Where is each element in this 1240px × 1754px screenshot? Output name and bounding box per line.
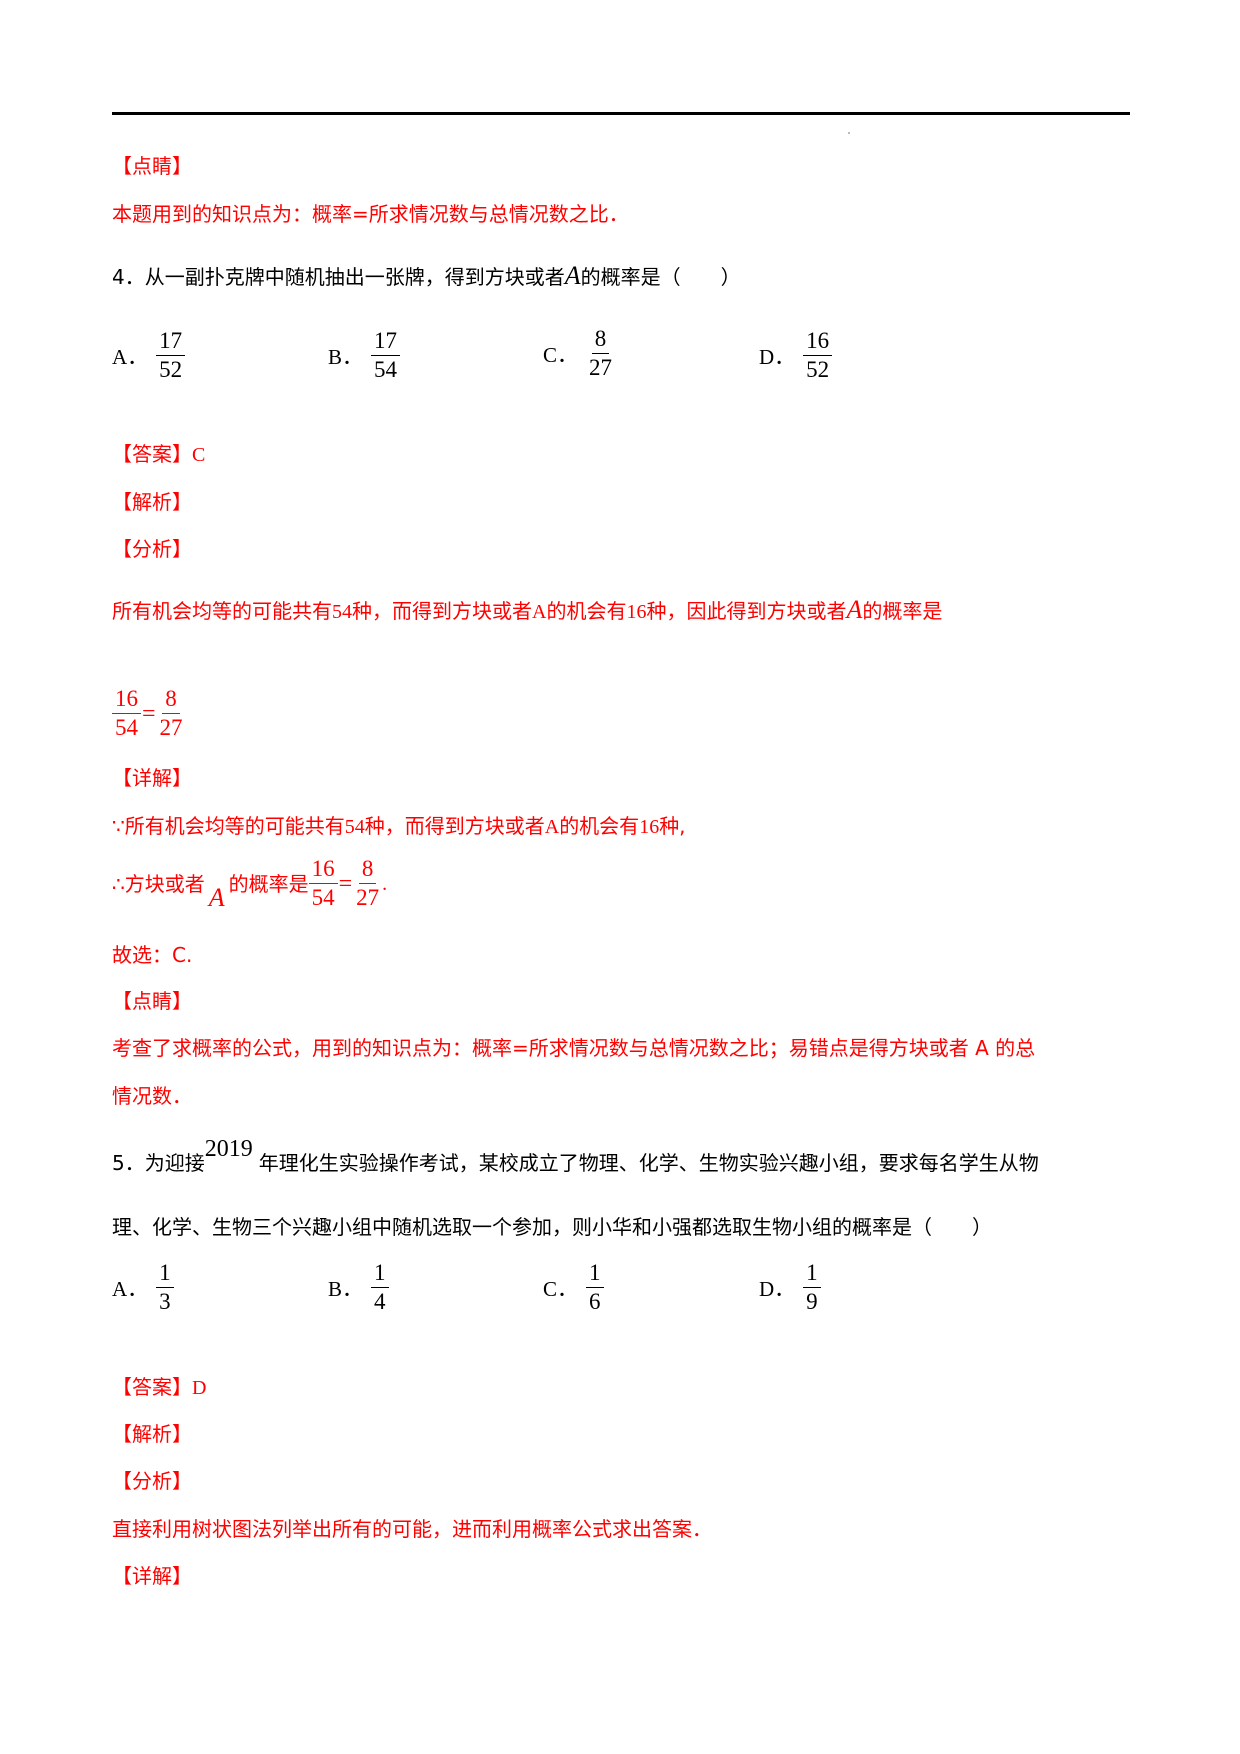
q4-stem-post: 的概率是（ ） — [580, 265, 741, 289]
q4-fenxi-label: 【分析】 — [112, 537, 192, 561]
q4-xiangjie-line1: ∵所有机会均等的可能共有54种，而得到方块或者A的机会有16种, — [112, 813, 686, 840]
q5-stem-post: 年理化生实验操作考试，某校成立了物理、化学、生物实验兴趣小组，要求每名学生从物 — [258, 1151, 1039, 1175]
period: . — [382, 872, 388, 895]
fenxi-n1: 54 — [332, 601, 352, 623]
fenxi-mid1: 种，而得到方块或者 — [352, 599, 532, 623]
equals-sign: = — [338, 870, 353, 897]
q4-xiangjie-label: 【详解】 — [112, 766, 192, 790]
q5-fenxi-label: 【分析】 — [112, 1469, 192, 1493]
q5-stem-line2: 理、化学、生物三个兴趣小组中随机选取一个参加，则小华和小强都选取生物小组的概率是… — [112, 1215, 992, 1239]
equals-sign: = — [142, 700, 156, 727]
scan-speck — [848, 132, 850, 134]
q4-jiexi-label: 【解析】 — [112, 490, 192, 514]
q4-dianjing-line1: 考查了求概率的公式，用到的知识点为：概率=所求情况数与总情况数之比；易错点是得方… — [112, 1036, 1036, 1060]
fenxi-mid2: 的机会有 — [546, 599, 627, 623]
q4-stem: 4．从一副扑克牌中随机抽出一张牌，得到方块或者A的概率是（ ） — [112, 263, 741, 290]
answer-label: 【答案】 — [112, 442, 192, 466]
q5-stem-line1: 5．为迎接2019年理化生实验操作考试，某校成立了物理、化学、生物实验兴趣小组，… — [112, 1136, 1039, 1176]
option-label: D． — [759, 344, 796, 369]
label-text: 【点睛】 — [112, 154, 192, 178]
option-label: A． — [112, 1276, 149, 1301]
xj1-mid1: 种，而得到方块或者 — [364, 814, 545, 838]
q4-dianjing-line2: 情况数． — [112, 1084, 192, 1108]
xj1-pre: ∵所有机会均等的可能共有 — [112, 814, 345, 838]
fenxi-post: 的概率是 — [862, 599, 943, 623]
q4-stem-pre: 4．从一副扑克牌中随机抽出一张牌，得到方块或者 — [112, 265, 565, 289]
fenxi-a: A — [532, 601, 547, 623]
fenxi-n2: 16 — [626, 601, 647, 623]
option-label: A． — [112, 344, 149, 369]
q4-guxuan: 故选：C. — [112, 943, 193, 967]
answer-value: D — [192, 1377, 207, 1399]
q5-xiangjie-label: 【详解】 — [112, 1564, 192, 1588]
fenxi-mid3: 种，因此得到方块或者 — [646, 599, 847, 623]
q4-answer: 【答案】C — [112, 441, 205, 468]
dianjing-text: 本题用到的知识点为：概率=所求情况数与总情况数之比． — [112, 202, 629, 226]
fenxi-pre: 所有机会均等的可能共有 — [112, 599, 332, 623]
option-label: D． — [759, 1276, 796, 1301]
option-label: B． — [328, 1276, 364, 1301]
option-label: C． — [543, 342, 579, 367]
q5-answer: 【答案】D — [112, 1374, 206, 1401]
q4-dianjing-label: 【点睛】 — [112, 989, 192, 1013]
xj1-a: A — [544, 816, 560, 838]
q5-fenxi-text: 直接利用树状图法列举出所有的可能，进而利用概率公式求出答案． — [112, 1517, 712, 1541]
xj2-mid: 的概率是 — [228, 871, 309, 896]
xj1-n1: 54 — [344, 816, 365, 838]
q5-stem-year: 2019 — [204, 1136, 253, 1162]
option-label: C． — [543, 1276, 579, 1301]
fenxi-var: A — [846, 595, 863, 624]
xj2-pre: ∴方块或者 — [112, 871, 205, 896]
q5-stem-pre: 5．为迎接 — [112, 1151, 205, 1175]
answer-label: 【答案】 — [112, 1375, 192, 1399]
header-rule — [112, 112, 1130, 115]
xj1-mid2: 的机会有 — [559, 814, 640, 838]
answer-value: C — [192, 444, 206, 466]
xj1-n2: 16 — [639, 816, 660, 838]
section-label-dianjing: 【点睛】 — [112, 153, 192, 179]
xj1-post: 种, — [659, 814, 686, 838]
q5-jiexi-label: 【解析】 — [112, 1422, 192, 1446]
option-label: B． — [328, 344, 364, 369]
xj2-var: A — [208, 882, 225, 912]
q4-stem-var: A — [564, 261, 581, 290]
q4-fenxi-text: 所有机会均等的可能共有54种，而得到方块或者A的机会有16种，因此得到方块或者A… — [112, 597, 942, 625]
